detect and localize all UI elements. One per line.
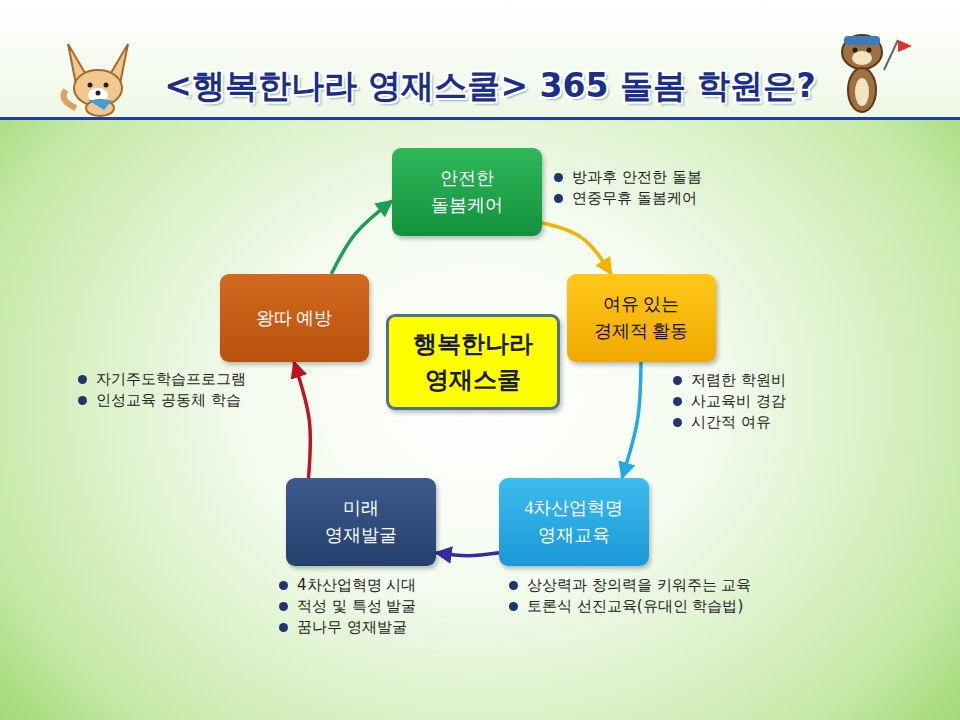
economy-box: 여유 있는 경제적 활동 xyxy=(567,274,716,362)
box-text: 행복한나라 영재스쿨 xyxy=(406,326,540,398)
bullet-text: 상상력과 창의력을 키워주는 교육 xyxy=(527,576,751,594)
bullet-text: 꿈나무 영재발굴 xyxy=(297,618,407,636)
box-text: 왕따 예방 xyxy=(256,305,333,332)
bullet-dot xyxy=(279,623,288,632)
fox-mascot xyxy=(64,44,128,116)
bullet-dot xyxy=(78,375,87,384)
box-text: 미래 영재발굴 xyxy=(320,495,403,549)
box-text: 여유 있는 경제적 활동 xyxy=(591,291,692,345)
bullying-box: 왕따 예방 xyxy=(220,274,369,362)
bullet-dot xyxy=(673,397,682,406)
bullet-item: 시간적 여유 xyxy=(691,413,771,432)
bullet-dot xyxy=(279,581,288,590)
cycle-arrow xyxy=(331,201,392,274)
cycle-arrow xyxy=(622,362,641,478)
bullet-text: 토론식 선진교육(유대인 학습법) xyxy=(527,597,743,615)
bullet-text: 자기주도학습프로그램 xyxy=(96,370,246,388)
bullet-dot xyxy=(279,602,288,611)
center-box: 행복한나라 영재스쿨 xyxy=(386,314,560,410)
bullet-dot xyxy=(78,396,87,405)
bullet-text: 인성교육 공동체 학습 xyxy=(96,391,241,409)
education-box: 4차산업혁명 영재교육 xyxy=(499,478,649,566)
otter-mascot xyxy=(842,35,912,112)
bullet-text: 저렴한 학원비 xyxy=(691,371,786,389)
bullet-item: 인성교육 공동체 학습 xyxy=(96,391,241,410)
cycle-arrow xyxy=(294,362,310,478)
bullet-item: 저렴한 학원비 xyxy=(691,371,786,390)
title-rule xyxy=(0,117,960,120)
bullet-dot xyxy=(509,602,518,611)
bullet-dot xyxy=(554,173,563,182)
bullet-item: 상상력과 창의력을 키워주는 교육 xyxy=(527,576,751,595)
cycle-arrow xyxy=(542,223,611,274)
bullet-dot xyxy=(554,194,563,203)
bullet-item: 사교육비 경감 xyxy=(691,392,786,411)
bullet-item: 방과후 안전한 돌봄 xyxy=(572,168,702,187)
bullet-item: 토론식 선진교육(유대인 학습법) xyxy=(527,597,743,616)
bullet-item: 자기주도학습프로그램 xyxy=(96,370,246,389)
cycle-arrow xyxy=(436,553,499,556)
bullet-dot xyxy=(673,418,682,427)
bullet-dot xyxy=(673,376,682,385)
talent-box: 미래 영재발굴 xyxy=(286,478,436,566)
bullet-item: 연중무휴 돌봄케어 xyxy=(572,189,697,208)
bullet-text: 적성 및 특성 발굴 xyxy=(297,597,416,615)
bullet-item: 꿈나무 영재발굴 xyxy=(297,618,407,637)
bullet-text: 연중무휴 돌봄케어 xyxy=(572,189,697,207)
page-title: <행복한나라 영재스쿨> 365 돌봄 학원은? xyxy=(140,64,840,109)
bullet-item: 적성 및 특성 발굴 xyxy=(297,597,416,616)
bullet-text: 사교육비 경감 xyxy=(691,392,786,410)
bullet-text: 방과후 안전한 돌봄 xyxy=(572,168,702,186)
bullet-dot xyxy=(509,581,518,590)
bullet-text: 4차산업혁명 시대 xyxy=(297,576,416,594)
box-text: 4차산업혁명 영재교육 xyxy=(515,495,634,549)
bullet-item: 4차산업혁명 시대 xyxy=(297,576,416,595)
bullet-text: 시간적 여유 xyxy=(691,413,771,431)
care-box: 안전한 돌봄케어 xyxy=(392,148,542,236)
box-text: 안전한 돌봄케어 xyxy=(426,165,509,219)
